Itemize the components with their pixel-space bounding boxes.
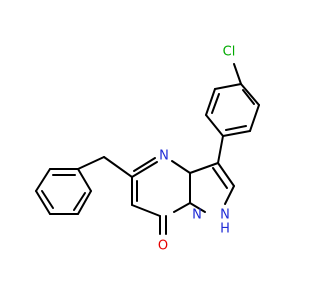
bond [217,162,235,187]
pyrazole-ring [189,162,235,213]
double-bond-inner [225,125,247,131]
methylene-linker [77,156,133,178]
bond [214,83,242,90]
double-bond-inner [211,93,220,114]
double-bond-inner [133,157,156,172]
bond [224,185,235,205]
bond [240,83,260,106]
bond [103,156,133,178]
pyrimidine-ring [131,157,191,217]
bond [189,162,219,174]
double-bond-inner [212,167,228,189]
double-bond-inner [242,89,255,105]
bond [173,202,191,213]
bond [233,63,242,85]
bond [131,204,161,217]
bond [131,161,158,178]
bond [205,114,224,137]
benzyl-phenyl-ring [35,168,92,215]
pyrimidine-nitrogen-label: N [159,149,169,164]
bond [35,168,51,192]
double-bond-inner [41,190,54,209]
bond [171,160,191,174]
chlorophenyl-ring [205,63,260,164]
bond [77,190,92,215]
bond [77,168,92,192]
molecule-drawing: Cl N N N H O [35,45,260,254]
bond [77,156,105,170]
chlorine-atom-label: Cl [223,45,236,60]
bond [222,130,251,137]
bridgehead-nitrogen-label: N [192,208,202,223]
double-bond-inner [73,192,86,211]
pyrazole-nh-nitrogen-label: N [220,208,230,223]
carbonyl-oxygen-label: O [158,239,168,254]
bond [189,202,206,213]
bond [205,88,216,116]
bond [249,104,260,132]
bond [35,190,51,215]
bond [217,135,224,164]
structure-canvas: Cl N N N H O [35,45,260,254]
pyrazole-nh-hydrogen-label: H [220,222,230,237]
carbonyl [159,215,167,235]
